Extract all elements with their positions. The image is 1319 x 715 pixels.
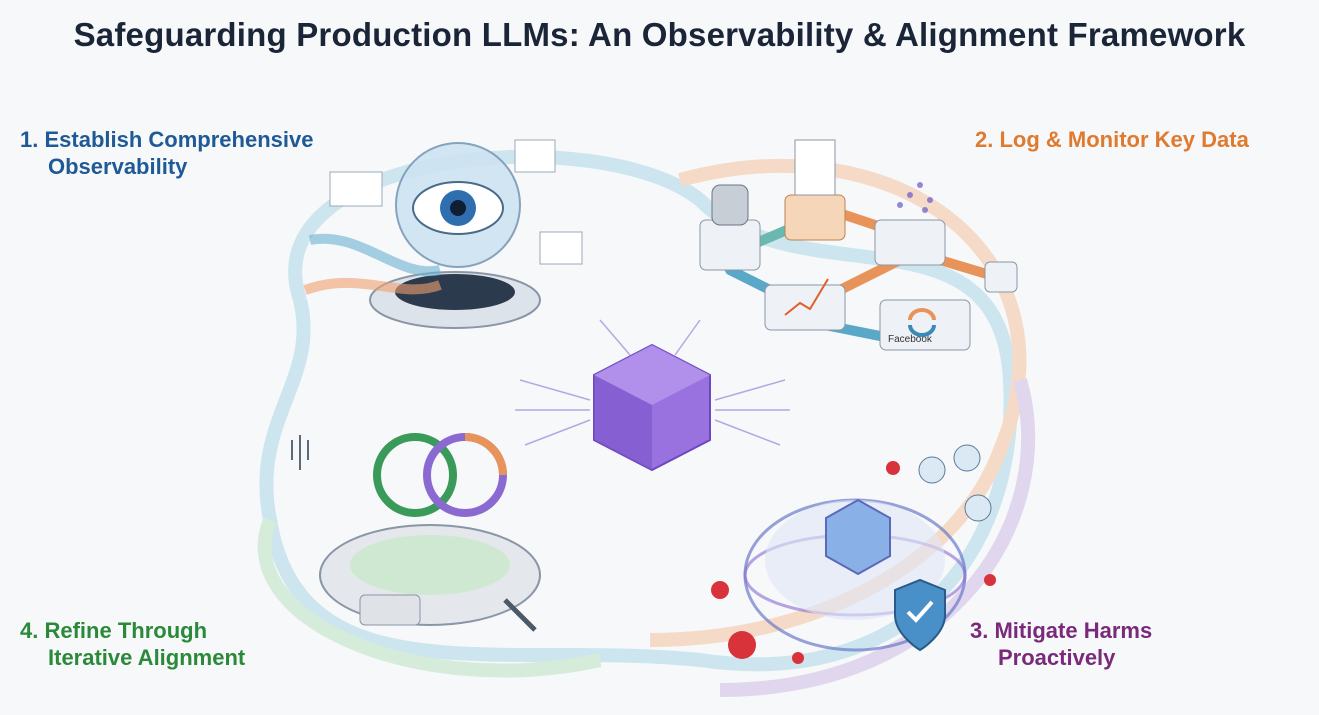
step-number: 1. bbox=[20, 127, 39, 152]
node-label: Facebook bbox=[888, 334, 933, 345]
page-title: Safeguarding Production LLMs: An Observa… bbox=[73, 16, 1246, 53]
step-title-line2: Iterative Alignment bbox=[48, 645, 246, 670]
step-title: Mitigate Harms bbox=[994, 618, 1153, 643]
step-number: 2. bbox=[975, 127, 994, 152]
step-number: 3. bbox=[970, 618, 989, 643]
user-avatars-icon bbox=[918, 444, 992, 522]
step-4-label: 4. Refine Through Iterative Alignment bbox=[20, 617, 245, 671]
data-pipeline-icon: Facebook bbox=[699, 139, 1018, 351]
step-2-label: 2. Log & Monitor Key Data bbox=[975, 126, 1249, 153]
threat-icons bbox=[711, 461, 996, 664]
step-title: Refine Through bbox=[44, 618, 208, 643]
alignment-loop-icon bbox=[291, 433, 541, 632]
step-number: 4. bbox=[20, 618, 39, 643]
step-1-label: 1. Establish Comprehensive Observability bbox=[20, 126, 313, 180]
step-title-line2: Proactively bbox=[998, 645, 1116, 670]
step-title-line2: Observability bbox=[48, 154, 188, 179]
step-title: Establish Comprehensive bbox=[44, 127, 314, 152]
observability-eye-icon bbox=[303, 139, 583, 329]
llm-core-icon bbox=[515, 319, 790, 472]
step-3-label: 3. Mitigate Harms Proactively bbox=[970, 617, 1152, 671]
step-title: Log & Monitor Key Data bbox=[999, 127, 1249, 152]
tuning-fork-icon bbox=[291, 435, 309, 470]
harm-mitigation-icon bbox=[711, 444, 996, 664]
